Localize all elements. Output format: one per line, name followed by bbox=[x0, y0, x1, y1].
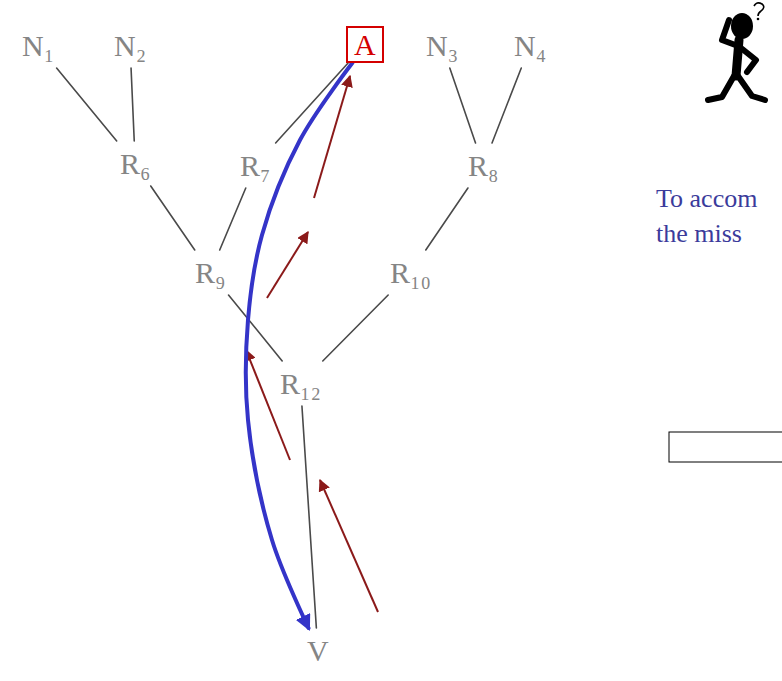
tree-link bbox=[57, 68, 117, 141]
thinking-person bbox=[708, 3, 765, 100]
node-label: R₉ bbox=[195, 256, 225, 289]
tree-link bbox=[302, 406, 316, 628]
tree-link bbox=[426, 188, 468, 250]
tree-link bbox=[492, 68, 521, 143]
node-label: N₄ bbox=[514, 29, 546, 62]
tree-node: R₉ bbox=[188, 250, 232, 295]
node-label: R₇ bbox=[240, 149, 270, 182]
tree-link bbox=[323, 295, 388, 361]
node-label: N₃ bbox=[426, 29, 458, 62]
tree-link bbox=[229, 295, 283, 361]
reverse-arrow bbox=[320, 480, 378, 612]
tree-link bbox=[151, 186, 195, 250]
node-label: N₂ bbox=[114, 29, 146, 62]
tree-node: N₁ bbox=[15, 23, 61, 68]
tree-node: R₁₀ bbox=[383, 250, 438, 295]
node-label: R₈ bbox=[468, 149, 498, 182]
node-label: R₆ bbox=[120, 147, 150, 180]
tree-node: V bbox=[300, 628, 336, 673]
reverse-arrow bbox=[267, 232, 308, 298]
tree-node: R₁₂ bbox=[273, 361, 328, 406]
tree-link bbox=[276, 63, 348, 143]
node-label: A bbox=[354, 28, 376, 61]
empty-box bbox=[669, 432, 782, 462]
tree-node: R₈ bbox=[461, 143, 505, 188]
node-label: N₁ bbox=[22, 29, 54, 62]
note-text: To accom bbox=[656, 184, 757, 214]
tree-node: N₂ bbox=[107, 23, 153, 68]
tree-node: N₃ bbox=[419, 23, 465, 68]
path-arrow bbox=[246, 63, 353, 628]
node-label: V bbox=[307, 634, 329, 667]
tree-node: R₇ bbox=[233, 143, 277, 188]
tree-link bbox=[450, 68, 476, 143]
tree-link bbox=[220, 188, 246, 250]
note-text: the miss bbox=[656, 219, 742, 249]
tree-node: N₄ bbox=[507, 23, 553, 68]
tree-link bbox=[131, 68, 134, 141]
source-node: A bbox=[346, 26, 384, 63]
node-label: R₁₀ bbox=[390, 256, 431, 289]
tree-node: R₆ bbox=[113, 141, 157, 186]
node-label: R₁₂ bbox=[280, 367, 321, 400]
